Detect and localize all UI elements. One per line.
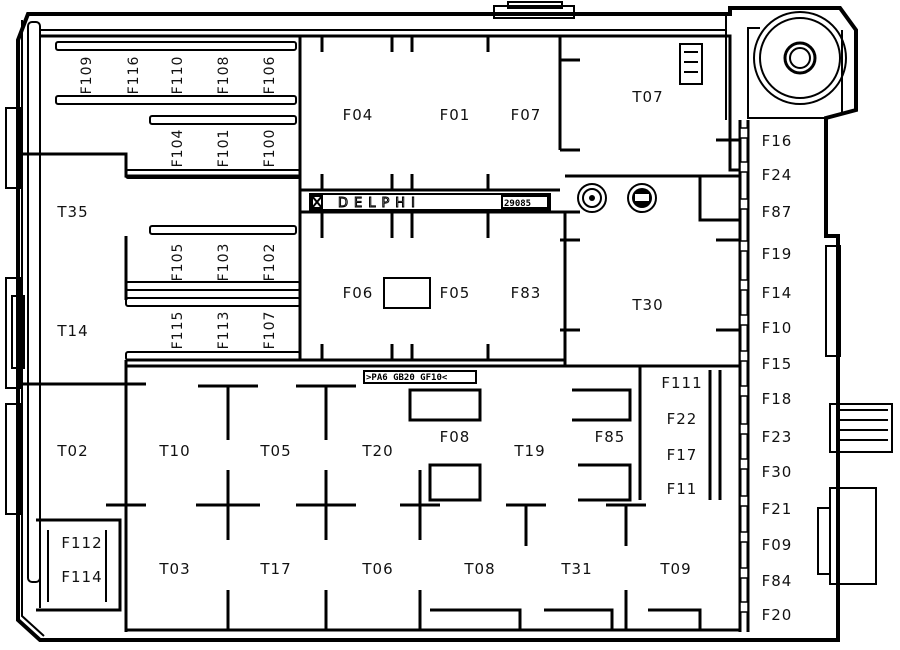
fuse-label-f83: F83 [511, 284, 542, 302]
side-tabs [5, 107, 893, 585]
manufacturer-seal-icon [627, 183, 657, 213]
fuse-label-f110: F110 [170, 56, 186, 95]
housing-outline [16, 1, 858, 642]
fuse-label-f19: F19 [762, 245, 793, 263]
slot-notch [739, 567, 749, 579]
fuse-label-f85: F85 [595, 428, 626, 446]
brand-logo-text: DELPHI [338, 196, 421, 211]
fuse-label-f09: F09 [762, 536, 793, 554]
fuse-label-t10: T10 [158, 442, 190, 460]
fuse-label-f15: F15 [762, 355, 793, 373]
fuse-label-t19: T19 [513, 442, 545, 460]
slot-notch [739, 423, 749, 435]
fuse-label-f04: F04 [343, 106, 374, 124]
fuse-label-f105: F105 [170, 243, 186, 282]
part-code: 29085 [504, 199, 531, 209]
slot-notch [739, 279, 749, 291]
slot-notch [739, 240, 749, 252]
fuse-label-f01: F01 [440, 106, 471, 124]
fuse-label-f22: F22 [667, 410, 698, 428]
slot-notch [739, 127, 749, 139]
fuse-label-t20: T20 [361, 442, 393, 460]
slot-notch [739, 350, 749, 362]
fuse-label-f101: F101 [216, 129, 232, 168]
material-plate: >PA6 GB20 GF10< [363, 370, 477, 384]
fuse-label-f114: F114 [61, 568, 102, 586]
fuse-label-t06: T06 [361, 560, 393, 578]
fuse-label-f116: F116 [126, 56, 142, 95]
fuse-label-t07: T07 [631, 88, 663, 106]
slot-notch [739, 314, 749, 326]
fuse-label-t17: T17 [259, 560, 291, 578]
fuse-label-f23: F23 [762, 428, 793, 446]
fuse-label-f24: F24 [762, 166, 793, 184]
fuse-label-f100: F100 [262, 129, 278, 168]
fuse-label-f18: F18 [762, 390, 793, 408]
fuse-label-f113: F113 [216, 311, 232, 350]
fuse-label-t09: T09 [659, 560, 691, 578]
fuse-label-t30: T30 [631, 296, 663, 314]
fuse-label-t14: T14 [56, 322, 88, 340]
fuse-label-f10: F10 [762, 319, 793, 337]
fuse-label-f112: F112 [61, 534, 102, 552]
fuse-label-f108: F108 [216, 56, 232, 95]
fuse-label-f11: F11 [667, 480, 698, 498]
fuse-label-t35: T35 [56, 203, 88, 221]
compartments [22, 34, 750, 632]
fuse-label-f06: F06 [343, 284, 374, 302]
material-code: >PA6 GB20 GF10< [366, 373, 448, 383]
right-column-notches [739, 127, 749, 613]
fuse-label-f107: F107 [262, 311, 278, 350]
fuse-socket [383, 277, 431, 309]
fuse-rails [55, 41, 301, 361]
fuse-label-t02: T02 [56, 442, 88, 460]
slot-notch [739, 601, 749, 613]
slot-notch [739, 458, 749, 470]
fuse-label-f106: F106 [262, 56, 278, 95]
fuse-label-t05: T05 [259, 442, 291, 460]
fuse-label-f20: F20 [762, 606, 793, 624]
fuse-label-f14: F14 [762, 284, 793, 302]
mounting-boss [747, 11, 847, 119]
right-column-labels: F16F24F87F19F14F10F15F18F23F30F21F09F84F… [762, 132, 793, 624]
slot-notch [739, 495, 749, 507]
pegs [320, 36, 740, 360]
fuse-label-t08: T08 [463, 560, 495, 578]
fuse-label-f104: F104 [170, 129, 186, 168]
fuse-label-f111: F111 [661, 374, 702, 392]
brand-plate: DELPHI 29085 [309, 193, 551, 212]
relay-clip [679, 43, 703, 85]
fuse-label-f84: F84 [762, 572, 793, 590]
relay-partitions [106, 382, 702, 630]
slot-notch [739, 161, 749, 173]
fuse-label-f16: F16 [762, 132, 793, 150]
fuse-label-f08: F08 [440, 428, 471, 446]
fuse-label-f05: F05 [440, 284, 471, 302]
fuse-label-f115: F115 [170, 311, 186, 350]
slot-notch [739, 198, 749, 210]
slot-notch [739, 385, 749, 397]
fuse-label-t31: T31 [560, 560, 592, 578]
fuse-label-f109: F109 [79, 56, 95, 95]
fuse-label-t03: T03 [158, 560, 190, 578]
fuse-label-f17: F17 [667, 446, 698, 464]
fuse-label-f87: F87 [762, 203, 793, 221]
fuse-label-f07: F07 [511, 106, 542, 124]
slot-notch [739, 531, 749, 543]
fuse-label-f21: F21 [762, 500, 793, 518]
fuse-label-f103: F103 [216, 243, 232, 282]
fuse-label-f30: F30 [762, 463, 793, 481]
fuse-label-f102: F102 [262, 243, 278, 282]
date-stamp-icon [577, 183, 607, 213]
